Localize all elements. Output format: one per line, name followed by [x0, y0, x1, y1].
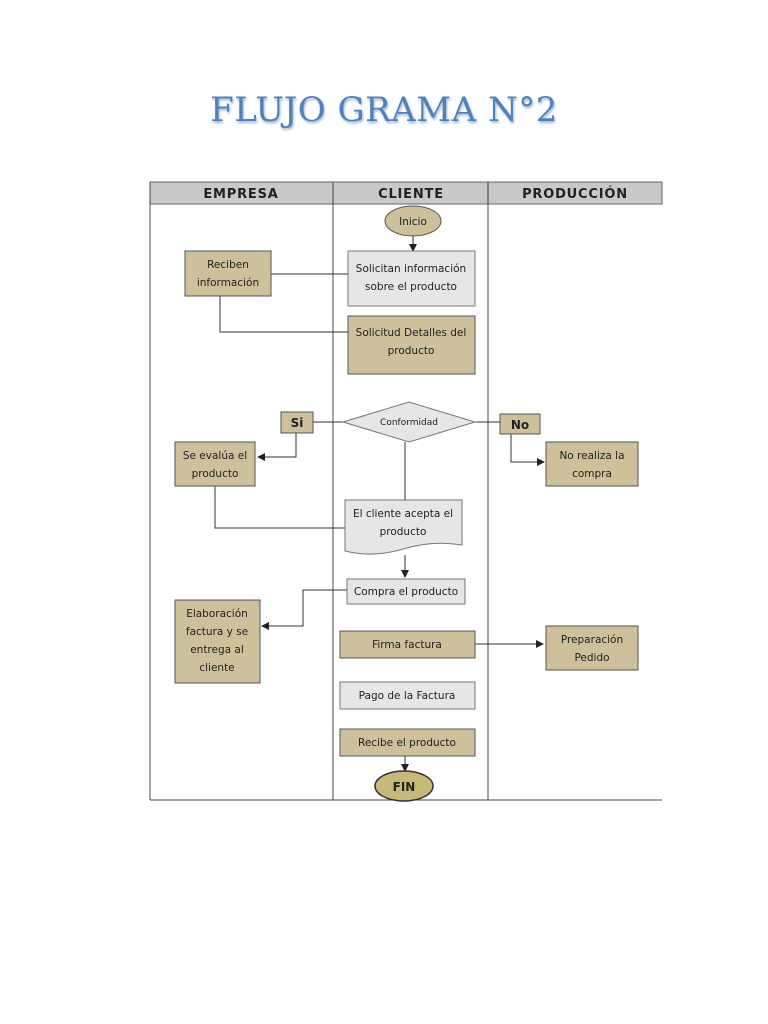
node-pago: Pago de la Factura [339, 681, 476, 710]
node-elaboracion: Elaboración factura y se entrega al clie… [174, 599, 261, 684]
node-preparacion-line-1: Preparación [561, 634, 623, 646]
node-reciben-line-2: información [197, 277, 259, 289]
node-solicitan-informacion: Solicitan información sobre el producto [347, 250, 476, 307]
node-norealiza-line-1: No realiza la [559, 450, 624, 462]
node-elaboracion-line-2: factura y se [186, 626, 248, 638]
node-se-evalua: Se evalúa el producto [174, 441, 256, 487]
node-firma: Firma factura [339, 630, 476, 659]
page-title: FLUJO GRAMA N°2 [210, 90, 558, 130]
node-solicitud-line-1: Solicitud Detalles del [356, 327, 467, 339]
node-no-label: No [511, 418, 529, 432]
node-conformidad-label: Conformidad [380, 418, 438, 428]
node-acepta-line-1: El cliente acepta el [353, 508, 453, 520]
node-solicitud-detalles: Solicitud Detalles del producto [347, 315, 476, 375]
swimlane-frame: EMPRESA CLIENTE PRODUCCIÓN [149, 181, 663, 801]
node-elaboracion-line-4: cliente [199, 662, 234, 674]
lane-header-empresa: EMPRESA [203, 187, 278, 202]
edge-si-evalua [257, 433, 297, 461]
node-inicio-label: Inicio [399, 216, 427, 228]
node-solicitan-line-1: Solicitan información [356, 263, 466, 275]
node-cliente-acepta: El cliente acepta el producto [344, 499, 463, 555]
node-norealiza-line-2: compra [572, 468, 612, 480]
node-solicitud-line-2: producto [388, 345, 435, 357]
node-elaboracion-line-3: entrega al [190, 644, 244, 656]
node-recibe-label: Recibe el producto [358, 737, 456, 749]
node-evalua-line-1: Se evalúa el [183, 450, 247, 462]
node-elaboracion-line-1: Elaboración [186, 608, 248, 620]
node-preparacion-line-2: Pedido [574, 652, 609, 664]
node-no: No [499, 413, 541, 435]
node-fin: FIN [374, 770, 434, 802]
node-conformidad: Conformidad [341, 401, 477, 443]
node-si-label: Si [291, 416, 304, 430]
lane-header-produccion: PRODUCCIÓN [522, 186, 628, 202]
node-firma-label: Firma factura [372, 639, 442, 651]
edge-reciben-solicitud [219, 296, 348, 333]
edge-no-norealiza [510, 433, 545, 466]
edge-compra-elaboracion [261, 589, 347, 630]
node-evalua-line-2: producto [192, 468, 239, 480]
node-si: Si [280, 411, 314, 434]
node-inicio: Inicio [384, 205, 442, 237]
node-fin-label: FIN [393, 780, 416, 794]
node-solicitan-line-2: sobre el producto [365, 281, 457, 293]
node-reciben-informacion: Reciben información [184, 250, 272, 297]
connectors [214, 236, 545, 772]
node-pago-label: Pago de la Factura [359, 690, 456, 702]
lane-header-cliente: CLIENTE [378, 187, 444, 202]
node-preparacion: Preparación Pedido [545, 625, 639, 671]
node-compra-label: Compra el producto [354, 586, 458, 598]
node-compra: Compra el producto [346, 578, 466, 605]
edge-evalua-acepta [214, 486, 345, 529]
node-recibe: Recibe el producto [339, 728, 476, 757]
node-no-realiza: No realiza la compra [545, 441, 639, 487]
node-reciben-line-1: Reciben [207, 259, 249, 271]
node-acepta-line-2: producto [380, 526, 427, 538]
